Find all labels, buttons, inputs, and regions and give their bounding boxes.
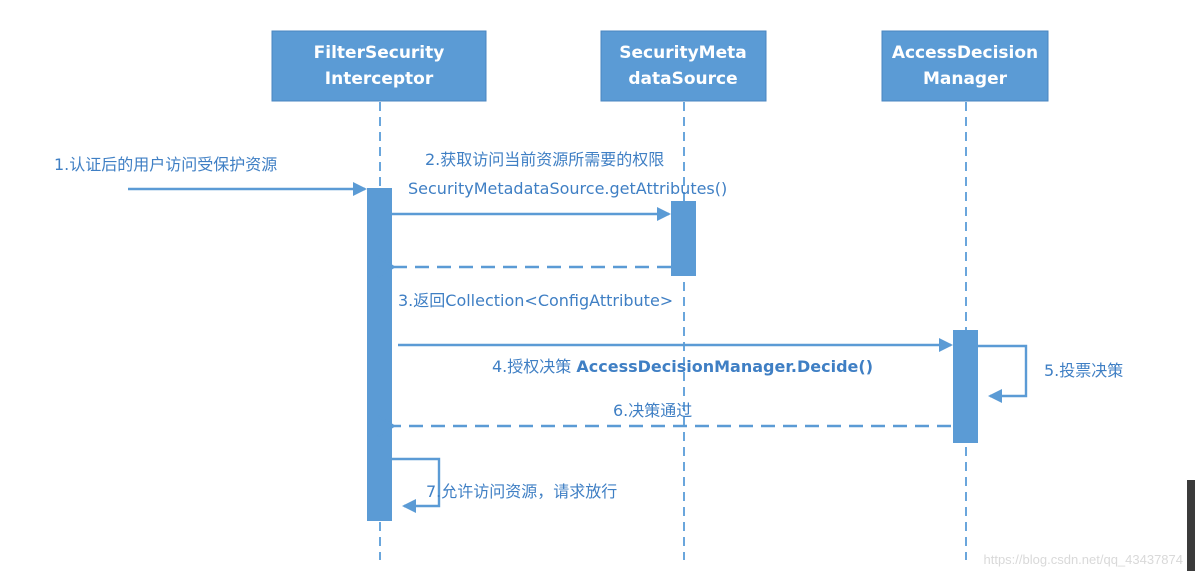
participant-access-decision-manager: AccessDecision Manager: [881, 30, 1049, 102]
message-5-self-arrow: [978, 344, 1028, 403]
participant-label-line1: FilterSecurity: [314, 43, 445, 63]
message-3-label: 3.返回Collection<ConfigAttribute>: [398, 291, 673, 310]
participant-label-line1: SecurityMeta: [619, 43, 746, 63]
participant-label-line2: dataSource: [628, 69, 737, 89]
participant-security-metadata-source: SecurityMeta dataSource: [600, 30, 767, 102]
activation-access-decision-manager: [953, 330, 978, 443]
watermark-text: https://blog.csdn.net/qq_43437874: [983, 552, 1184, 567]
participant-filter-security-interceptor: FilterSecurity Interceptor: [271, 30, 487, 102]
message-2-label-cn: 2.获取访问当前资源所需要的权限: [425, 150, 664, 169]
activation-filter-security-interceptor: [367, 188, 392, 521]
message-1-label: 1.认证后的用户访问受保护资源: [54, 155, 277, 174]
right-edge-strip: [1187, 480, 1195, 571]
message-7-self-arrow: [392, 457, 441, 513]
message-4-label: 4.授权决策 AccessDecisionManager.Decide(): [492, 357, 873, 376]
message-2-label-method: SecurityMetadataSource.getAttributes(): [408, 179, 727, 198]
message-6-label: 6.决策通过: [613, 401, 692, 420]
message-4-label-method: AccessDecisionManager.Decide(): [576, 357, 873, 376]
participant-label-line2: Interceptor: [325, 69, 434, 89]
message-4-label-cn: 4.授权决策: [492, 357, 576, 376]
participant-label-line1: AccessDecision: [892, 43, 1038, 63]
message-7-label: 7.允许访问资源，请求放行: [426, 482, 617, 501]
activation-security-metadata-source: [671, 201, 696, 276]
message-5-label: 5.投票决策: [1044, 361, 1123, 380]
participant-label-line2: Manager: [923, 69, 1008, 89]
